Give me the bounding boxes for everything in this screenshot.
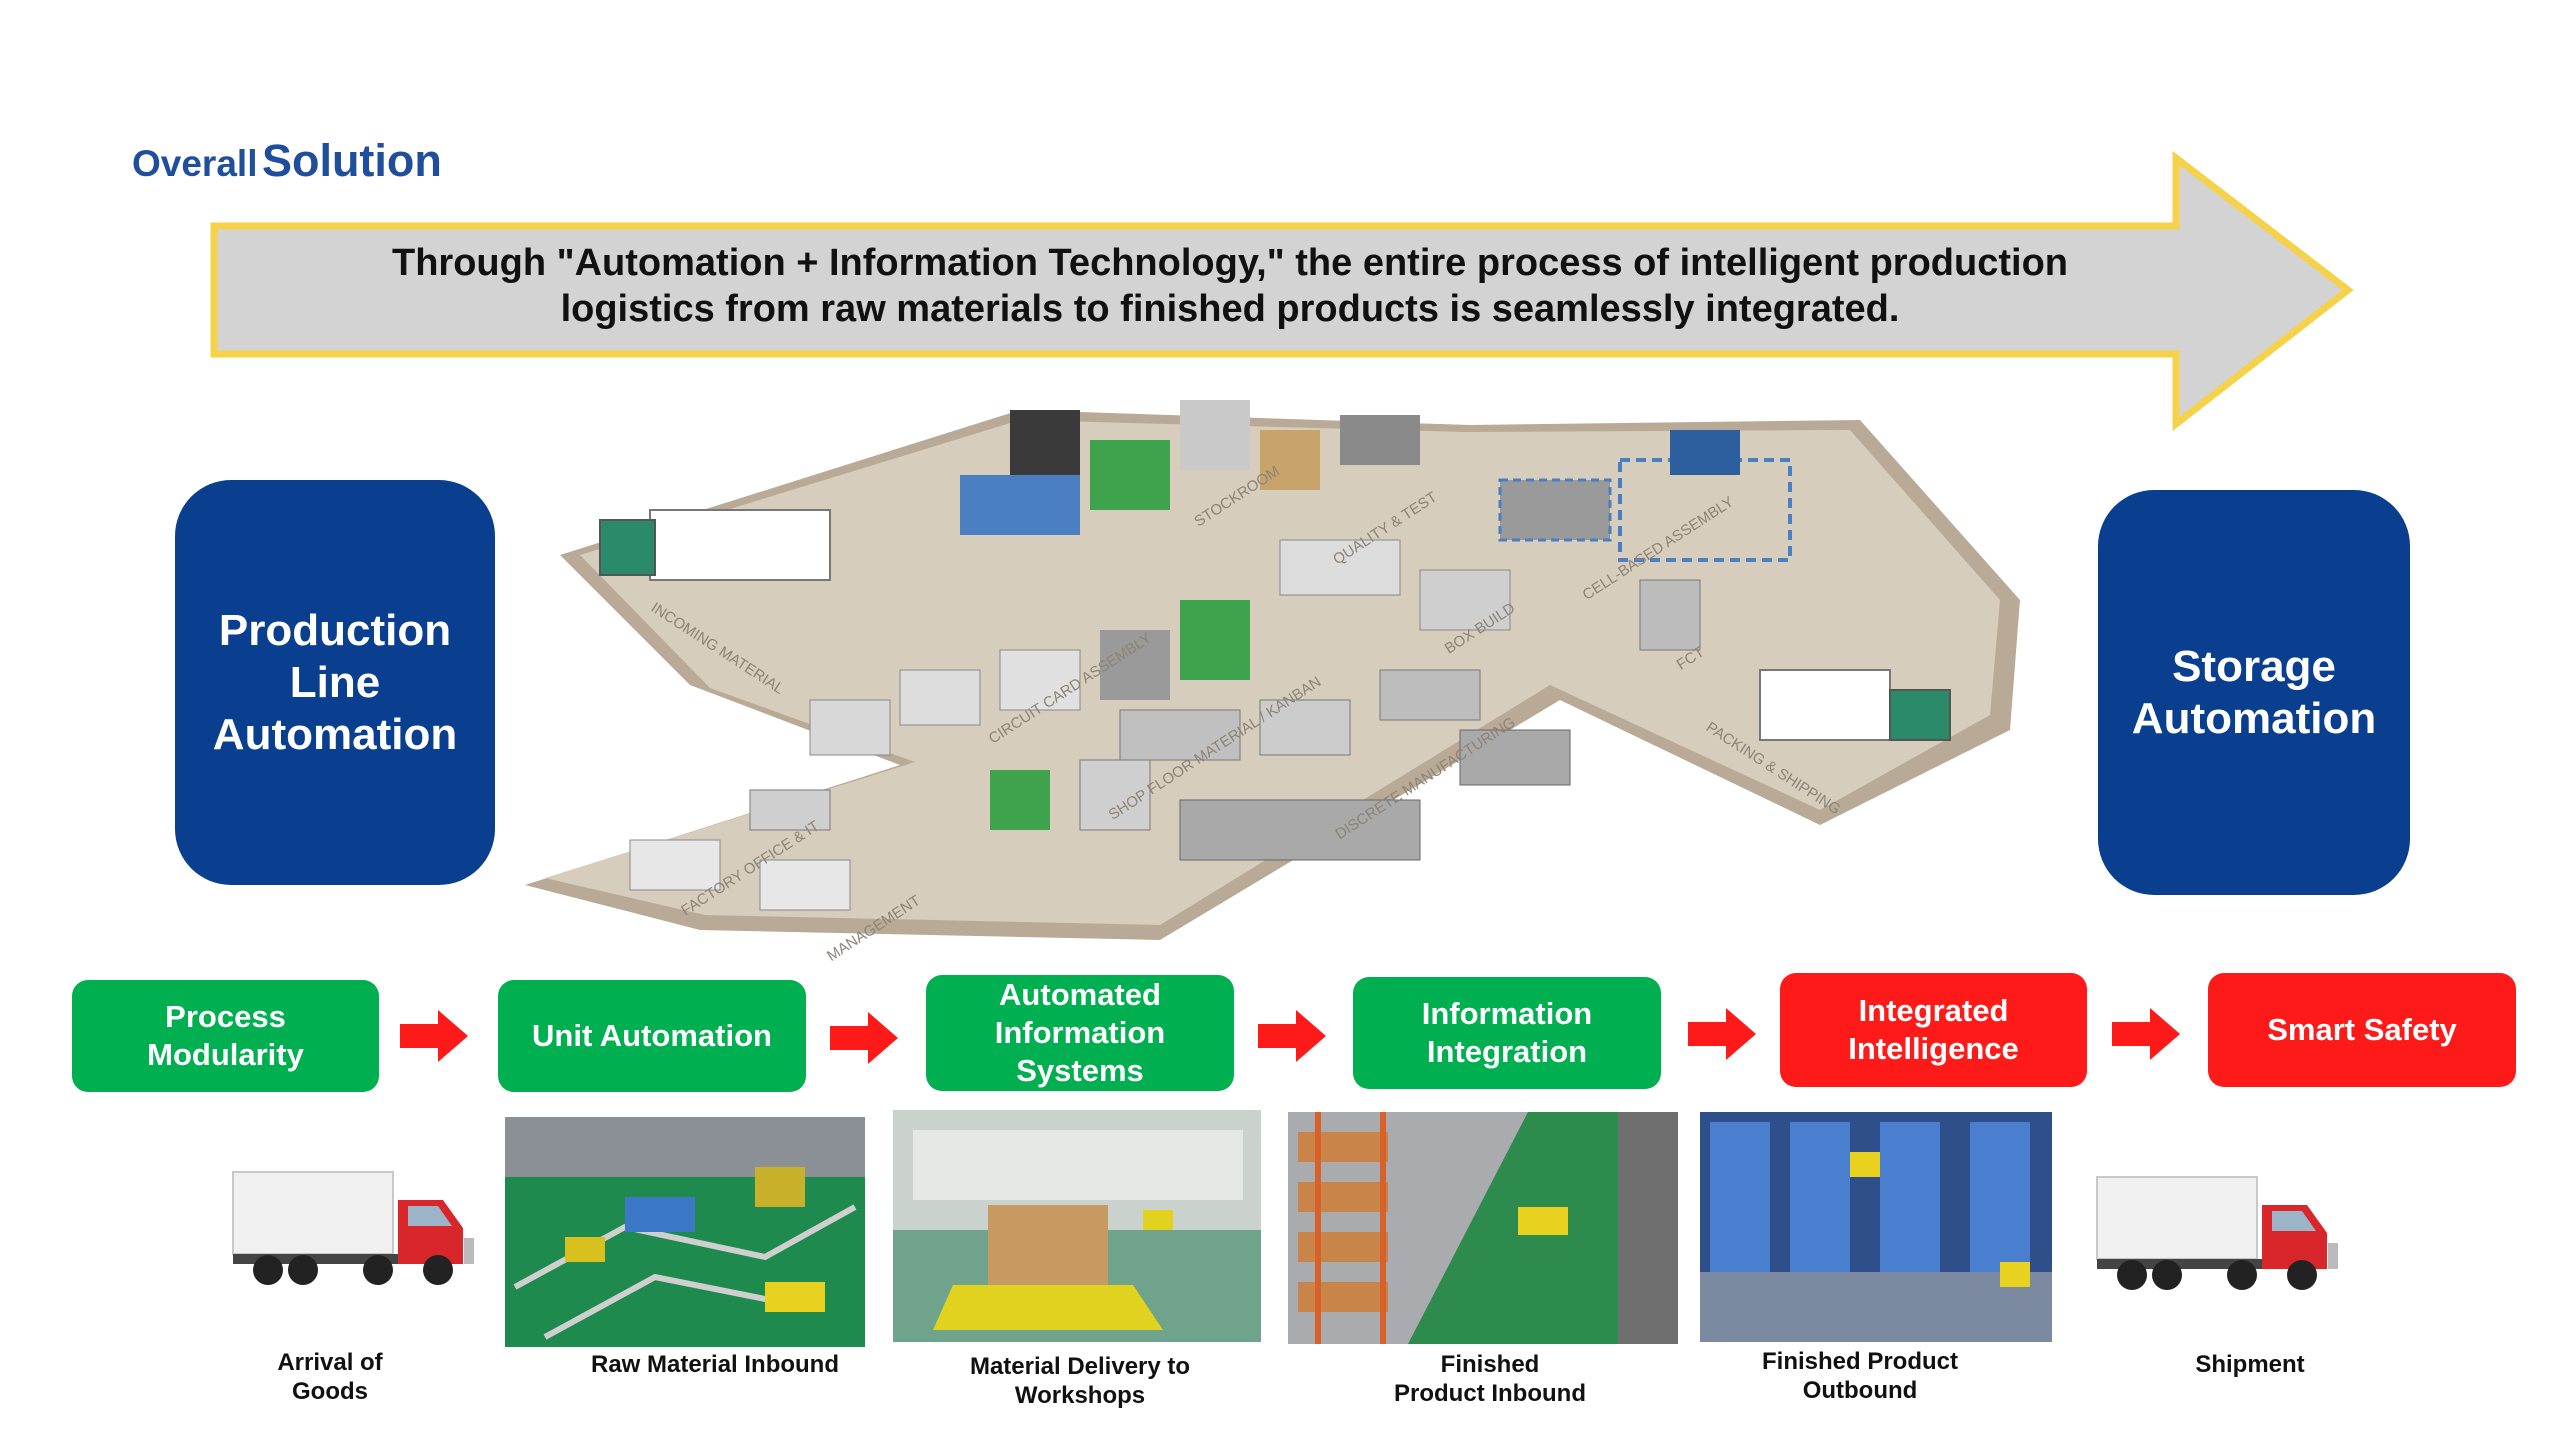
red-right-arrow-icon: [830, 1012, 898, 1064]
caption-6-line-1: Shipment: [2195, 1351, 2305, 1378]
page-title: Overall Solution: [132, 135, 442, 187]
left-box-line-2: Line: [289, 657, 381, 707]
right-box-line-1: Storage: [2172, 641, 2336, 691]
caption-1-line-1: Arrival of: [277, 1349, 383, 1376]
caption-finished-product-inbound: Finished Product Inbound: [1360, 1350, 1620, 1408]
factory-floor-illustration: [525, 400, 2020, 940]
material-delivery-image: [893, 1110, 1261, 1342]
stage-5-line-2: Intelligence: [1848, 1031, 2019, 1066]
caption-3-line-1: Material Delivery to: [969, 1353, 1191, 1380]
caption-material-delivery: Material Delivery to Workshops: [930, 1352, 1230, 1410]
red-right-arrow-icon: [2112, 1008, 2180, 1060]
factory-floor: [525, 410, 2020, 940]
truck-icon: [2096, 1176, 2338, 1290]
stage-4-line-2: Integration: [1426, 1034, 1588, 1069]
storage-automation-box: Storage Automation: [2098, 490, 2410, 895]
caption-finished-product-outbound: Finished Product Outbound: [1730, 1347, 1990, 1405]
caption-4-line-2: Product Inbound: [1394, 1380, 1586, 1407]
red-right-arrow-icon: [1258, 1010, 1326, 1062]
stage-5-line-1: Integrated: [1858, 993, 2009, 1028]
banner-line-1: Through "Automation + Information Techno…: [391, 242, 2068, 284]
stage-1-line-1: Process: [165, 999, 286, 1034]
caption-shipment: Shipment: [2130, 1350, 2370, 1379]
right-box-line-2: Automation: [2131, 693, 2377, 743]
caption-1-line-2: Goods: [292, 1378, 368, 1405]
banner-text: Through "Automation + Information Techno…: [300, 240, 2160, 332]
stage-4-line-1: Information: [1421, 996, 1593, 1031]
caption-arrival-of-goods: Arrival of Goods: [220, 1348, 440, 1406]
red-right-arrow-icon: [1688, 1008, 1756, 1060]
stage-3-line-3: Systems: [1016, 1053, 1144, 1088]
caption-4-line-1: Finished: [1440, 1351, 1540, 1378]
left-box-line-1: Production: [218, 605, 452, 655]
stage-3-line-1: Automated: [999, 977, 1161, 1012]
banner-arrow: [210, 150, 2354, 432]
title-prefix: Overall: [132, 143, 258, 184]
stage-smart-safety: Smart Safety: [2208, 973, 2516, 1087]
stage-unit-automation: Unit Automation: [498, 980, 806, 1092]
stage-3-line-2: Information: [994, 1015, 1166, 1050]
caption-2-line-1: Raw Material Inbound: [590, 1351, 839, 1378]
caption-3-line-2: Workshops: [1014, 1382, 1146, 1409]
stage-6-label: Smart Safety: [2267, 1012, 2457, 1047]
caption-raw-material-inbound: Raw Material Inbound: [540, 1350, 890, 1379]
caption-5-line-2: Outbound: [1802, 1377, 1918, 1404]
caption-5-line-1: Finished Product: [1761, 1348, 1958, 1375]
equipment-blocks: [599, 400, 1951, 911]
finished-product-outbound-image: [1700, 1112, 2052, 1342]
stage-1-line-2: Modularity: [147, 1037, 304, 1072]
red-right-arrow-icon: [400, 1010, 468, 1062]
production-line-automation-box: Production Line Automation: [175, 480, 495, 885]
raw-material-inbound-image: [505, 1117, 865, 1347]
finished-product-inbound-image: [1288, 1112, 1678, 1344]
stage-2-label: Unit Automation: [532, 1018, 772, 1053]
title-main: Solution: [261, 135, 442, 186]
truck-icon: [232, 1171, 474, 1285]
banner-line-2: logistics from raw materials to finished…: [560, 288, 1900, 330]
left-box-line-3: Automation: [212, 709, 458, 759]
